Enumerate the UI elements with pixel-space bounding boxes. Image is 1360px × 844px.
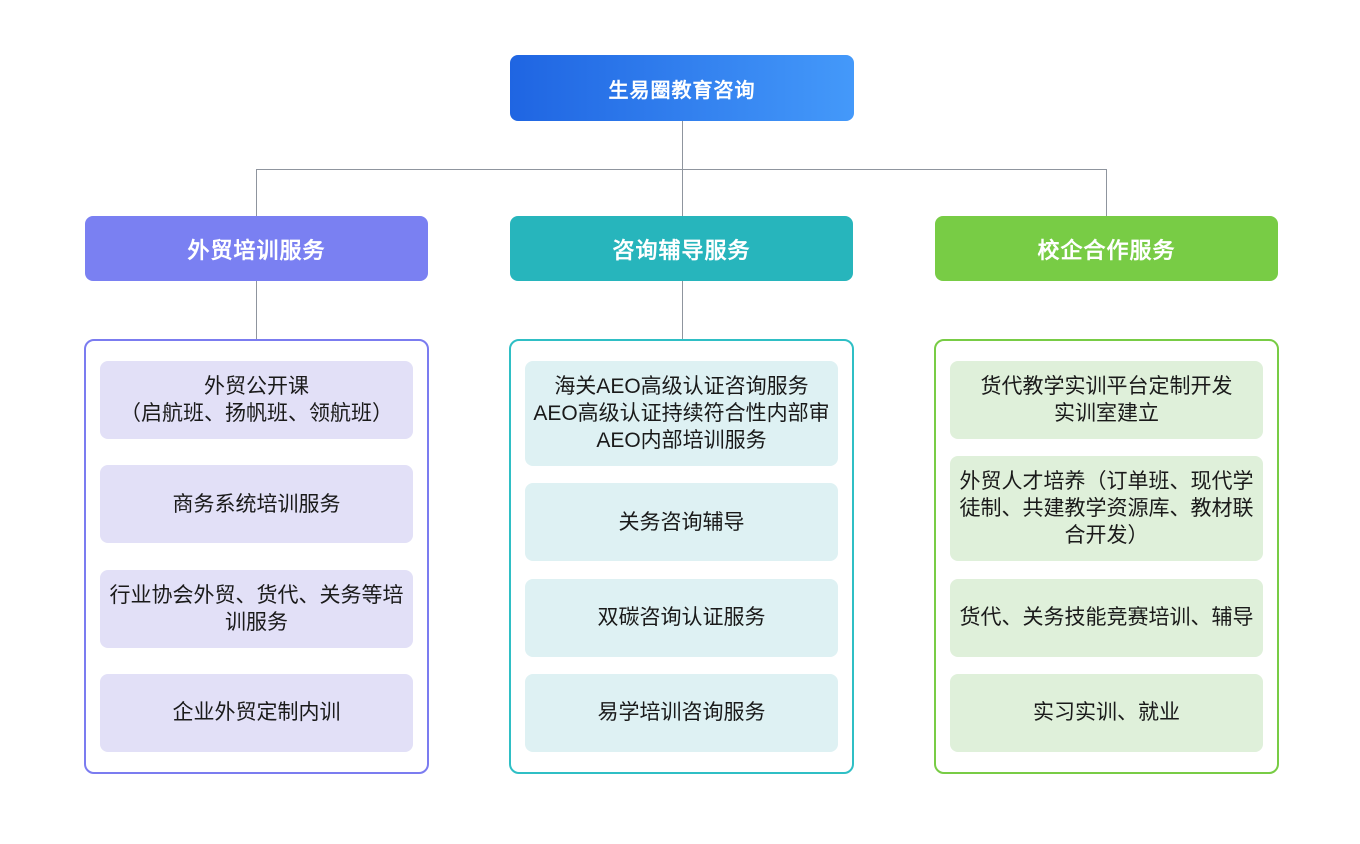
- service-item: 易学培训咨询服务: [525, 673, 838, 752]
- connector-line: [256, 169, 1107, 170]
- connector-line: [1106, 169, 1107, 216]
- service-item: 外贸公开课 （启航班、扬帆班、领航班）: [100, 361, 413, 439]
- service-item: 外贸人才培养（订单班、现代学徒制、共建教学资源库、教材联合开发）: [950, 456, 1263, 562]
- service-item: 关务咨询辅导: [525, 483, 838, 562]
- service-item: 实习实训、就业: [950, 673, 1263, 752]
- branch-container-consulting-coaching: 海关AEO高级认证咨询服务 AEO高级认证持续符合性内部审 AEO内部培训服务 …: [509, 339, 854, 774]
- branch-header-label: 咨询辅导服务: [612, 237, 751, 263]
- connector-line: [682, 169, 683, 216]
- branch-header-label: 校企合作服务: [1037, 237, 1176, 263]
- branch-header-consulting-coaching: 咨询辅导服务: [510, 216, 853, 281]
- service-item: 货代、关务技能竞赛培训、辅导: [950, 578, 1263, 657]
- service-item: 海关AEO高级认证咨询服务 AEO高级认证持续符合性内部审 AEO内部培训服务: [525, 361, 838, 466]
- connector-line: [256, 281, 257, 339]
- branch-header-foreign-trade-training: 外贸培训服务: [85, 216, 428, 281]
- service-item: 双碳咨询认证服务: [525, 578, 838, 657]
- branch-container-foreign-trade-training: 外贸公开课 （启航班、扬帆班、领航班） 商务系统培训服务 行业协会外贸、货代、关…: [84, 339, 429, 774]
- branch-header-label: 外贸培训服务: [187, 237, 326, 263]
- root-node: 生易圈教育咨询: [510, 55, 854, 121]
- service-item: 商务系统培训服务: [100, 465, 413, 544]
- service-item: 货代教学实训平台定制开发 实训室建立: [950, 361, 1263, 439]
- branch-container-school-enterprise-cooperation: 货代教学实训平台定制开发 实训室建立 外贸人才培养（订单班、现代学徒制、共建教学…: [934, 339, 1279, 774]
- service-item: 企业外贸定制内训: [100, 673, 413, 752]
- root-node-label: 生易圈教育咨询: [608, 79, 756, 102]
- service-item: 行业协会外贸、货代、关务等培训服务: [100, 569, 413, 648]
- connector-line: [682, 121, 683, 169]
- branch-header-school-enterprise-cooperation: 校企合作服务: [935, 216, 1278, 281]
- connector-line: [682, 281, 683, 339]
- connector-line: [256, 169, 257, 216]
